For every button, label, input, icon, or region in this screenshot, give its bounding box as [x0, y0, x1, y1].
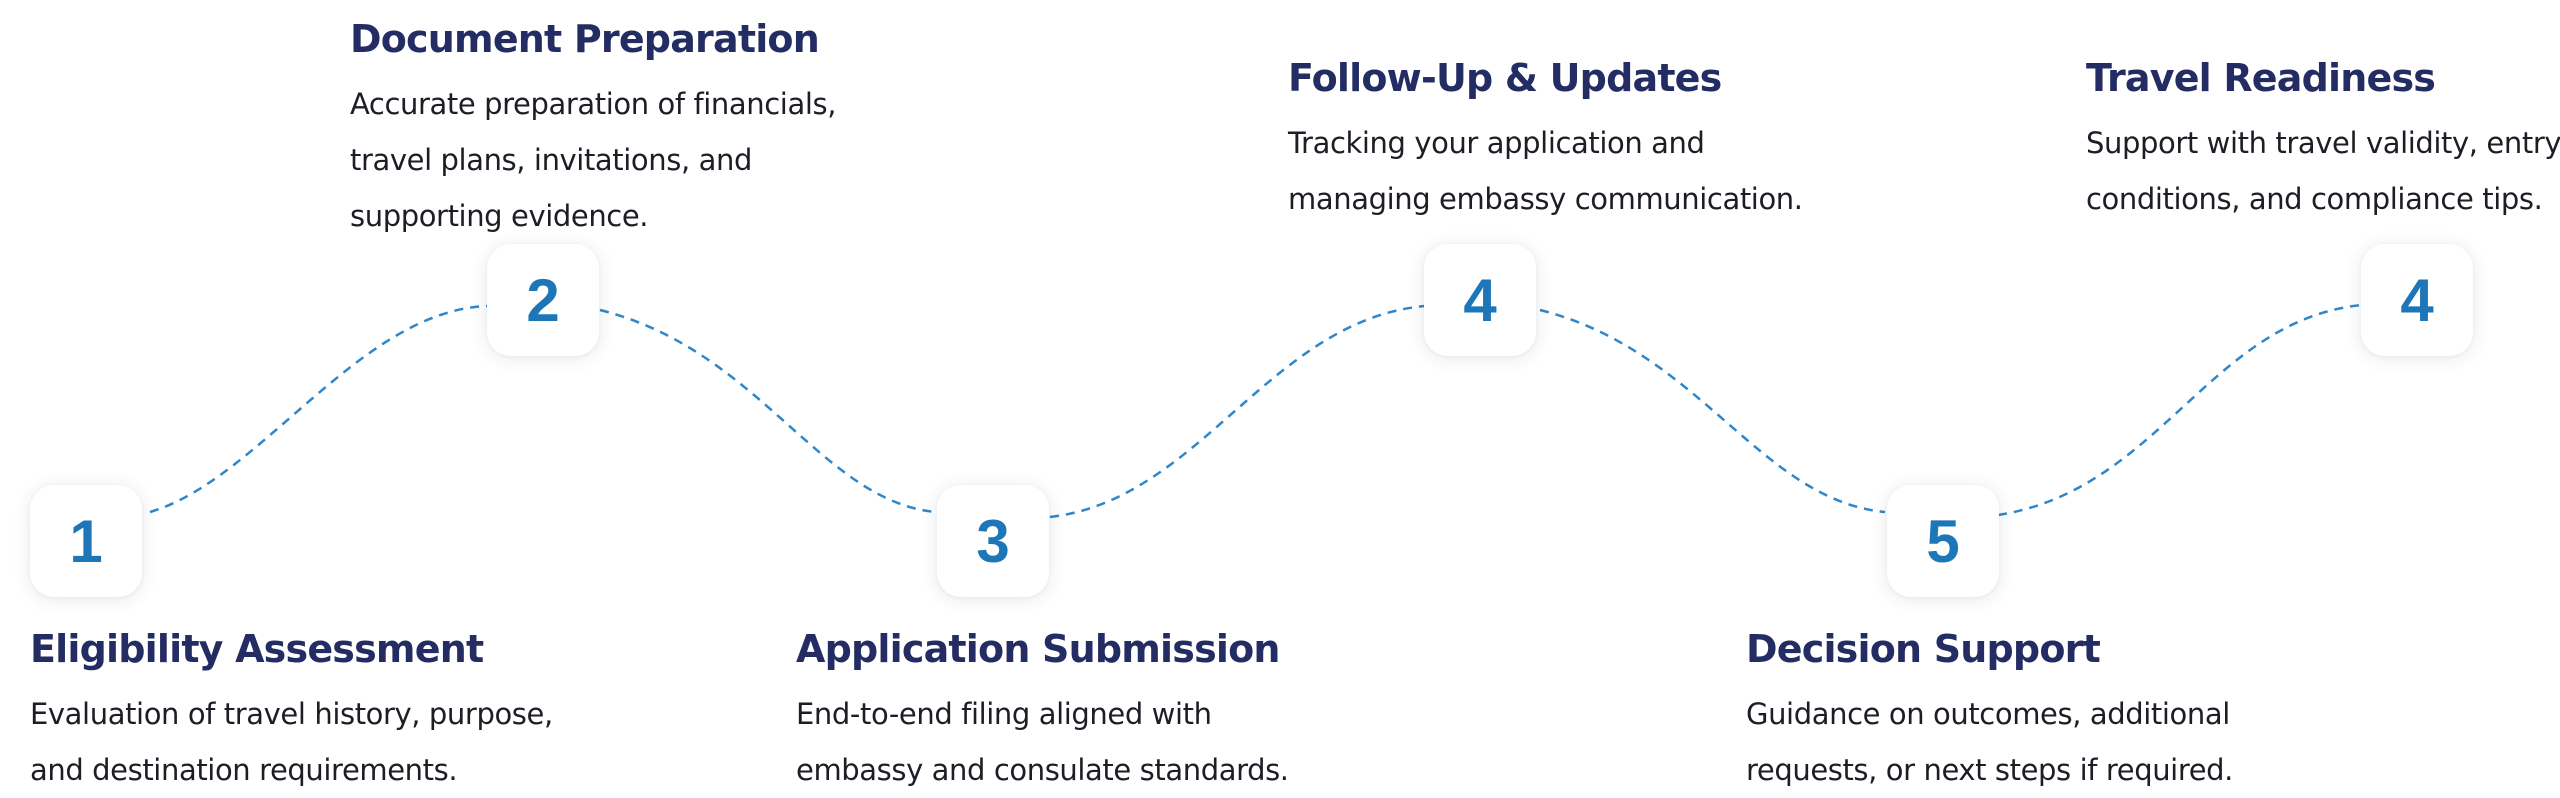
connector-segment-2-3 [599, 308, 936, 514]
step-1-title: Eligibility Assessment [30, 627, 484, 671]
step-2-number-badge: 2 [487, 244, 599, 356]
step-4-description-line: managing embassy communication. [1288, 182, 1803, 216]
step-5-text: Decision Support Guidance on outcomes, a… [1746, 624, 2233, 798]
connector-segment-4-5 [1539, 308, 1886, 514]
step-5-description: Guidance on outcomes, additional request… [1746, 686, 2233, 798]
step-1-number-badge: 1 [30, 485, 142, 597]
step-1-text: Eligibility Assessment Evaluation of tra… [30, 624, 553, 798]
step-6-text: Travel Readiness Support with travel val… [2086, 53, 2560, 227]
step-1-description-line: Evaluation of travel history, purpose, [30, 697, 553, 731]
step-3-title: Application Submission [796, 627, 1280, 671]
step-6-description-line: conditions, and compliance tips. [2086, 182, 2543, 216]
step-5-description-line: requests, or next steps if required. [1746, 753, 2233, 787]
step-2-text: Document Preparation Accurate preparatio… [350, 14, 836, 244]
step-6-description: Support with travel validity, entry cond… [2086, 115, 2560, 227]
step-2-title: Document Preparation [350, 17, 820, 61]
step-5-description-line: Guidance on outcomes, additional [1746, 697, 2230, 731]
step-6-title: Travel Readiness [2086, 56, 2436, 100]
step-6-description-line: Support with travel validity, entry [2086, 126, 2560, 160]
step-3-description: End-to-end filing aligned with embassy a… [796, 686, 1289, 798]
step-1-description: Evaluation of travel history, purpose, a… [30, 686, 553, 798]
step-4-text: Follow-Up & Updates Tracking your applic… [1288, 53, 1803, 227]
step-1-description-line: and destination requirements. [30, 753, 458, 787]
connector-segment-5-6 [1997, 303, 2363, 517]
step-2-description-line: Accurate preparation of financials, [350, 87, 837, 121]
connector-segment-3-4 [1049, 304, 1426, 519]
step-6-number-badge: 4 [2361, 244, 2473, 356]
step-4-description: Tracking your application and managing e… [1288, 115, 1803, 227]
step-2-description-line: supporting evidence. [350, 199, 649, 233]
step-3-description-line: embassy and consulate standards. [796, 753, 1289, 787]
step-3-number-badge: 3 [937, 485, 1049, 597]
connector-segment-1-2 [149, 304, 489, 514]
step-5-number-badge: 5 [1887, 485, 1999, 597]
step-4-title: Follow-Up & Updates [1288, 56, 1722, 100]
step-4-number-badge: 4 [1424, 244, 1536, 356]
step-4-description-line: Tracking your application and [1288, 126, 1705, 160]
step-3-description-line: End-to-end filing aligned with [796, 697, 1212, 731]
step-3-text: Application Submission End-to-end filing… [796, 624, 1289, 798]
step-2-description: Accurate preparation of financials, trav… [350, 76, 836, 244]
step-2-description-line: travel plans, invitations, and [350, 143, 752, 177]
step-5-title: Decision Support [1746, 627, 2101, 671]
